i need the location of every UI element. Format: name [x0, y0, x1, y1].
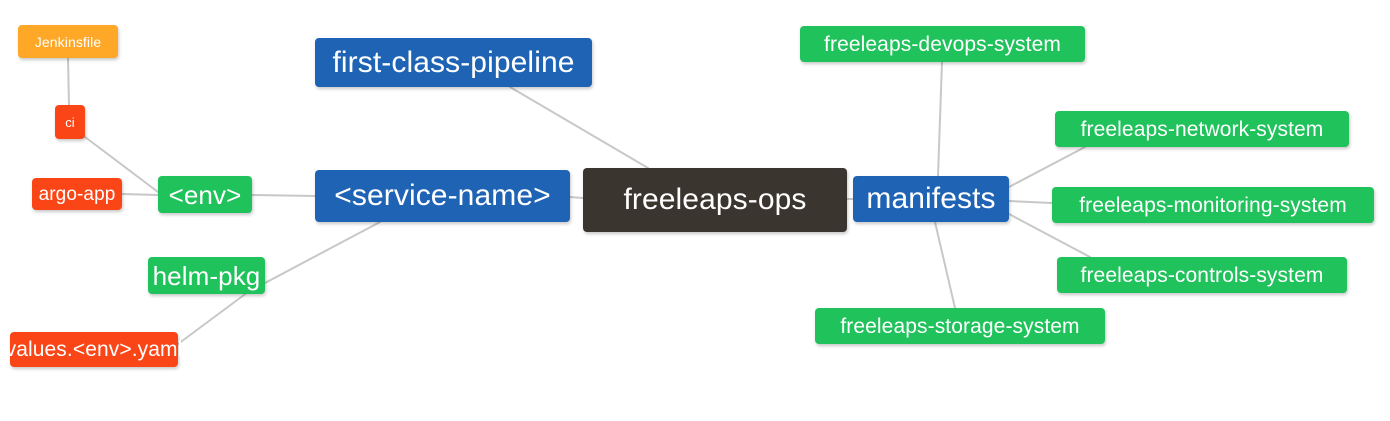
edge-manifests-to-freeleaps-storage-system: [934, 221, 956, 309]
node-label-jenkinsfile: Jenkinsfile: [34, 33, 102, 50]
edge-jenkinsfile-to-ci: [67, 57, 70, 106]
node-label-freeleaps-devops-system: freeleaps-devops-system: [824, 32, 1061, 56]
node-first-class-pipeline[interactable]: first-class-pipeline: [315, 38, 592, 87]
node-freeleaps-devops-system[interactable]: freeleaps-devops-system: [800, 26, 1085, 62]
node-manifests[interactable]: manifests: [853, 176, 1009, 222]
node-label-first-class-pipeline: first-class-pipeline: [332, 45, 575, 79]
edge-manifests-to-freeleaps-devops-system: [937, 61, 943, 177]
node-label-freeleaps-monitoring-system: freeleaps-monitoring-system: [1079, 193, 1347, 217]
edge-env-to-service-name: [251, 194, 316, 197]
node-values-yaml[interactable]: values.<env>.yaml: [6, 332, 182, 367]
node-freeleaps-ops[interactable]: freeleaps-ops: [583, 168, 847, 232]
node-label-argo-app: argo-app: [38, 183, 116, 205]
node-freeleaps-network-system[interactable]: freeleaps-network-system: [1055, 111, 1349, 147]
node-label-values-yaml: values.<env>.yaml: [5, 338, 183, 361]
edge-argo-app-to-env: [121, 193, 159, 196]
node-freeleaps-controls-system[interactable]: freeleaps-controls-system: [1057, 257, 1347, 293]
edge-values-yaml-to-helm-pkg: [177, 291, 249, 345]
node-ci[interactable]: ci: [55, 105, 85, 139]
edge-manifests-to-freeleaps-monitoring-system: [1008, 200, 1053, 204]
node-env[interactable]: <env>: [158, 176, 252, 213]
node-label-manifests: manifests: [866, 182, 996, 215]
node-label-freeleaps-ops: freeleaps-ops: [623, 183, 807, 216]
node-label-freeleaps-controls-system: freeleaps-controls-system: [1080, 263, 1324, 287]
node-label-helm-pkg: helm-pkg: [152, 260, 261, 291]
node-freeleaps-monitoring-system[interactable]: freeleaps-monitoring-system: [1052, 187, 1374, 223]
node-service-name[interactable]: <service-name>: [315, 170, 570, 222]
node-label-service-name: <service-name>: [334, 179, 551, 212]
edge-first-class-pipeline-to-freeleaps-ops: [509, 86, 649, 169]
edge-manifests-to-freeleaps-network-system: [1008, 146, 1086, 188]
node-helm-pkg[interactable]: helm-pkg: [148, 257, 265, 294]
node-label-freeleaps-network-system: freeleaps-network-system: [1080, 117, 1324, 141]
node-label-freeleaps-storage-system: freeleaps-storage-system: [840, 314, 1080, 338]
node-label-ci: ci: [65, 114, 75, 130]
node-freeleaps-storage-system[interactable]: freeleaps-storage-system: [815, 308, 1105, 344]
node-argo-app[interactable]: argo-app: [32, 178, 122, 210]
edge-helm-pkg-to-service-name: [247, 221, 381, 293]
edge-service-name-to-freeleaps-ops: [569, 196, 584, 199]
node-jenkinsfile[interactable]: Jenkinsfile: [18, 25, 118, 58]
node-label-env: <env>: [168, 179, 242, 210]
